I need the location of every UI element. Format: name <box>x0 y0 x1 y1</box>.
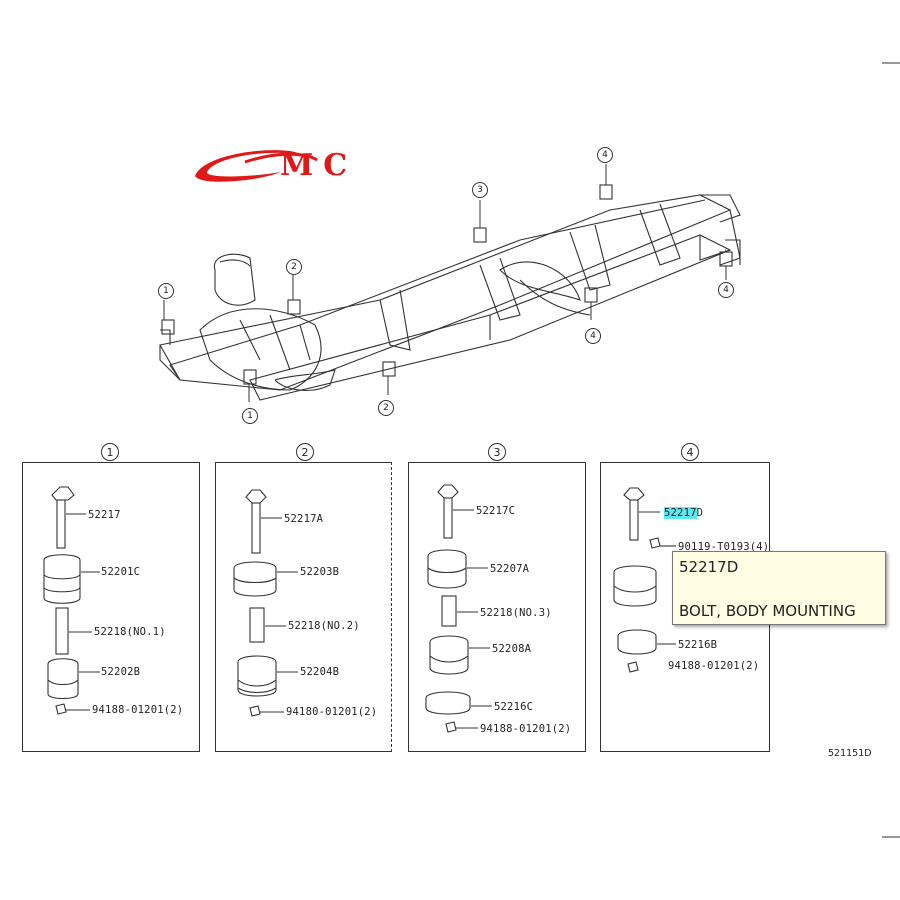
part-label-52203b[interactable]: 52203B <box>300 566 340 578</box>
part-label-52217a[interactable]: 52217A <box>284 513 324 525</box>
part-label-52216b[interactable]: 52216B <box>678 639 718 651</box>
part-label-94180-01201[interactable]: 94180-01201(2) <box>286 706 378 718</box>
frame-callout-4: 4 <box>597 147 613 163</box>
part-tooltip: 52217D BOLT, BODY MOUNTING <box>672 551 886 625</box>
panel-number-4: 4 <box>681 443 699 461</box>
part-label-94188-01201-p3[interactable]: 94188-01201(2) <box>480 723 572 735</box>
frame-callout-4c: 4 <box>585 328 601 344</box>
frame-callout-1b: 1 <box>242 408 258 424</box>
chassis-frame-drawing <box>159 164 741 402</box>
panel-1 <box>22 462 200 752</box>
edge-mark-bottom <box>882 836 900 838</box>
part-label-52217d-suffix: D <box>696 507 704 519</box>
logo-text: MC <box>280 148 358 183</box>
part-label-52202b[interactable]: 52202B <box>101 666 141 678</box>
part-label-52217[interactable]: 52217 <box>88 509 121 521</box>
part-label-94188-01201-p1[interactable]: 94188-01201(2) <box>92 704 184 716</box>
frame-callout-4b: 4 <box>718 282 734 298</box>
figure-number: 521151D <box>828 748 872 759</box>
part-label-52217d[interactable]: 52217D <box>664 507 703 519</box>
part-label-52201c[interactable]: 52201C <box>101 566 141 578</box>
part-label-52208a[interactable]: 52208A <box>492 643 532 655</box>
part-label-52217c[interactable]: 52217C <box>476 505 516 517</box>
frame-callout-1: 1 <box>158 283 174 299</box>
edge-mark-top <box>882 62 900 64</box>
panel-2 <box>215 462 392 752</box>
tooltip-part-name: BOLT, BODY MOUNTING <box>679 602 856 620</box>
part-label-52204b[interactable]: 52204B <box>300 666 340 678</box>
panel-number-1: 1 <box>101 443 119 461</box>
part-label-52218-no1[interactable]: 52218(NO.1) <box>94 626 166 638</box>
logo-swoosh-icon <box>195 150 318 182</box>
brand-logo: MC <box>185 142 440 190</box>
frame-callout-2: 2 <box>286 259 302 275</box>
part-label-52207a[interactable]: 52207A <box>490 563 530 575</box>
part-label-52217d-highlight: 52217 <box>664 507 697 519</box>
part-label-52218-no2[interactable]: 52218(NO.2) <box>288 620 360 632</box>
tooltip-part-code: 52217D <box>679 558 739 576</box>
frame-callout-3: 3 <box>472 182 488 198</box>
frame-callout-2b: 2 <box>378 400 394 416</box>
panel-3 <box>408 462 586 752</box>
panel-number-3: 3 <box>488 443 506 461</box>
part-label-52216c[interactable]: 52216C <box>494 701 534 713</box>
part-label-94188-01201-p4[interactable]: 94188-01201(2) <box>668 660 760 672</box>
part-label-90119-t0193[interactable]: 90119-T0193(4) <box>678 541 770 553</box>
panel-number-2: 2 <box>296 443 314 461</box>
part-label-52218-no3[interactable]: 52218(NO.3) <box>480 607 552 619</box>
